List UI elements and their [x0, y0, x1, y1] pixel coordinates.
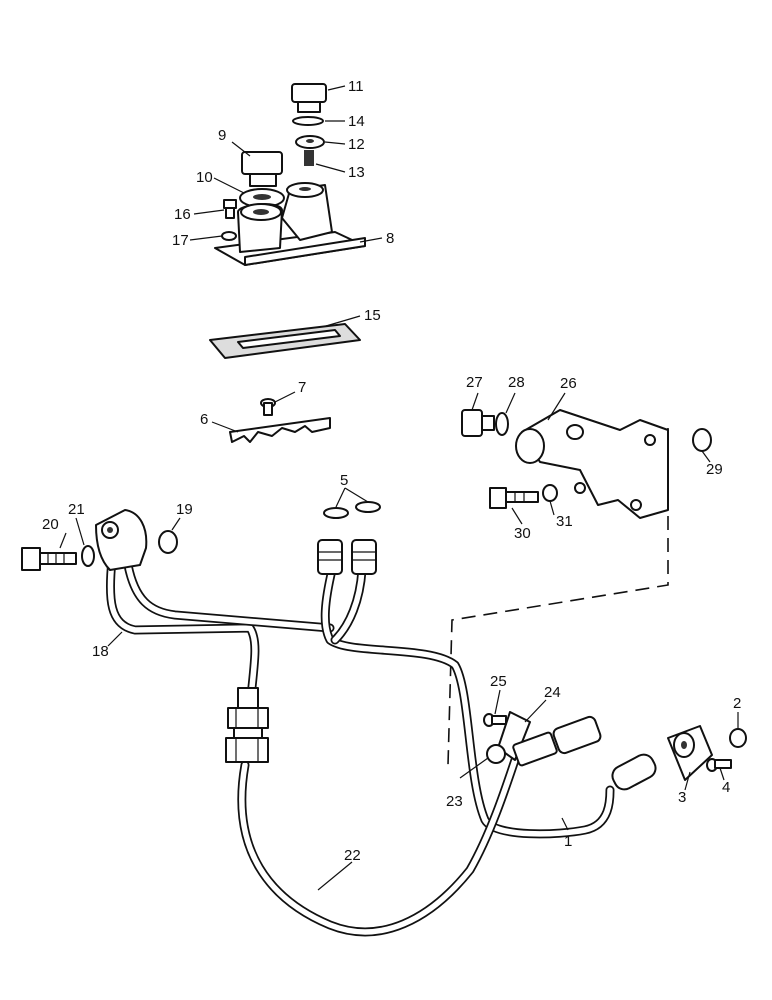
callout-1: 1 — [564, 833, 572, 850]
callout-26: 26 — [560, 375, 577, 392]
gasket-15 — [209, 323, 361, 359]
callout-12: 12 — [348, 136, 365, 153]
callout-8: 8 — [386, 230, 394, 247]
washer-31 — [542, 484, 558, 502]
callout-30: 30 — [514, 525, 531, 542]
bolt-20 — [21, 547, 77, 571]
washer-21 — [81, 545, 95, 567]
callout-numbers: 11 14 12 13 9 10 16 17 8 15 7 6 5 19 20 … — [42, 78, 741, 864]
callout-20: 20 — [42, 516, 59, 533]
callout-22: 22 — [344, 847, 361, 864]
o-ring-14 — [292, 116, 324, 126]
callout-3: 3 — [678, 789, 686, 806]
plate-6 — [229, 417, 331, 443]
callout-4: 4 — [722, 779, 730, 796]
screw-25 — [483, 713, 507, 727]
callout-14: 14 — [348, 113, 365, 130]
callout-15: 15 — [364, 307, 381, 324]
pipe-1 — [320, 565, 615, 839]
washer-17 — [221, 231, 237, 241]
screw-7 — [260, 398, 276, 416]
pipe-18 — [105, 555, 335, 710]
pipe-union — [225, 687, 269, 763]
callout-28: 28 — [508, 374, 525, 391]
callout-7: 7 — [298, 379, 306, 396]
callout-16: 16 — [174, 206, 191, 223]
callout-24: 24 — [544, 684, 561, 701]
leader-lines — [59, 85, 739, 891]
washer-23 — [486, 744, 506, 764]
callout-21: 21 — [68, 501, 85, 518]
callout-6: 6 — [200, 411, 208, 428]
banjo-block — [95, 509, 148, 571]
washer-28 — [495, 412, 509, 436]
plug-27 — [461, 409, 495, 437]
callout-25: 25 — [490, 673, 507, 690]
nut-12 — [295, 135, 325, 149]
callout-27: 27 — [466, 374, 483, 391]
callout-9: 9 — [218, 127, 226, 144]
callout-11: 11 — [348, 78, 364, 95]
seal-29 — [692, 428, 712, 452]
bolt-30 — [489, 487, 539, 509]
callout-29: 29 — [706, 461, 723, 478]
cap-9 — [241, 151, 283, 187]
screw-4 — [706, 758, 732, 772]
flange-3 — [667, 725, 713, 781]
callout-13: 13 — [348, 164, 365, 181]
seal-2 — [729, 728, 747, 748]
cap-11 — [291, 83, 327, 113]
pipe-end-connectors — [317, 539, 377, 575]
elbow-housing-26 — [515, 409, 669, 519]
hose-sleeve — [611, 753, 657, 791]
callout-18: 18 — [92, 643, 109, 660]
callout-31: 31 — [556, 513, 573, 530]
callout-23: 23 — [446, 793, 463, 810]
housing-8 — [214, 182, 366, 266]
seals-5 — [323, 501, 381, 519]
seal-19 — [158, 530, 178, 554]
callout-10: 10 — [196, 169, 213, 186]
bolt-16 — [223, 199, 237, 219]
callout-2: 2 — [733, 695, 741, 712]
callout-5: 5 — [340, 472, 348, 489]
screw-13 — [304, 150, 314, 166]
connector-24 — [497, 711, 602, 767]
pipe-22 — [237, 755, 520, 937]
callout-19: 19 — [176, 501, 193, 518]
callout-17: 17 — [172, 232, 189, 249]
